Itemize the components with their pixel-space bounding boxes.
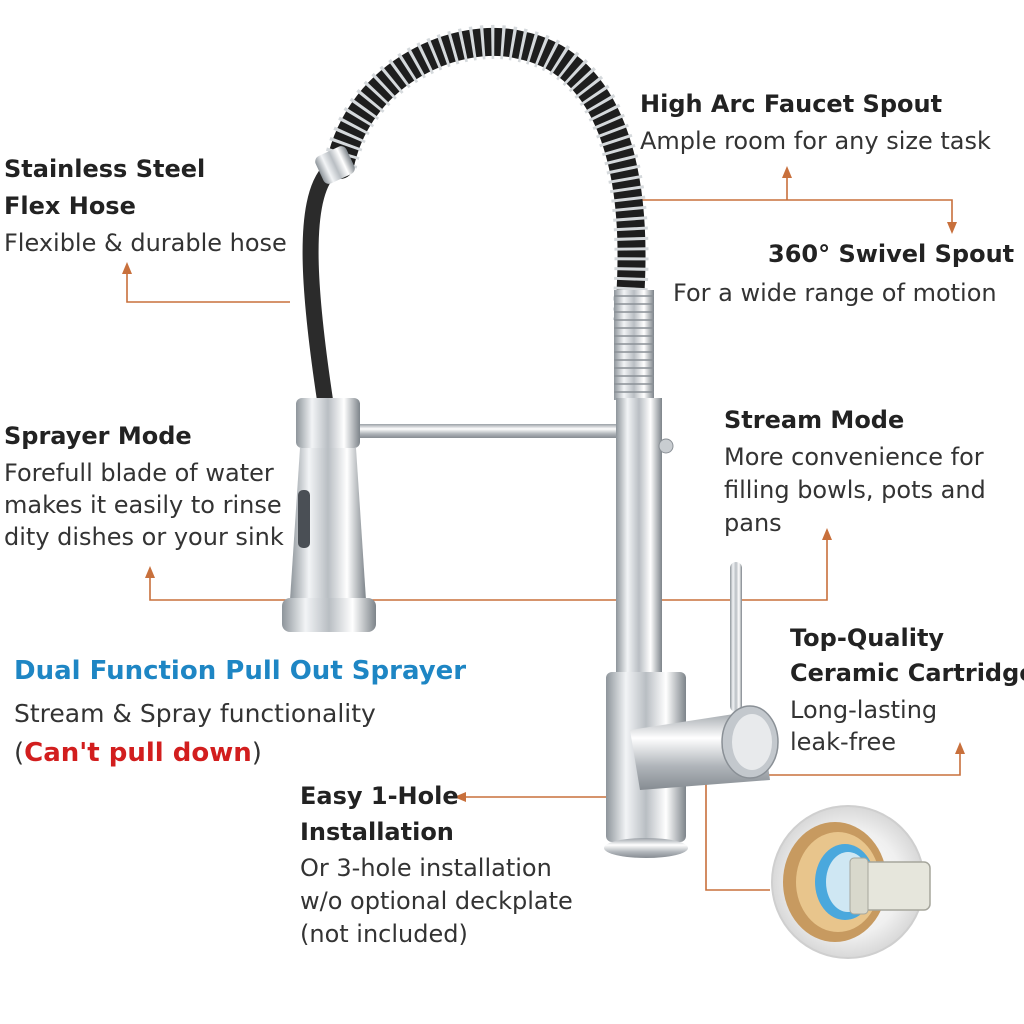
hose-title-line1: Stainless Steel <box>4 155 206 183</box>
cartridge-title-line1: Top-Quality <box>790 624 945 652</box>
hose-title-line2: Flex Hose <box>4 192 136 220</box>
swivel-desc: For a wide range of motion <box>673 279 997 307</box>
support-arm <box>355 424 620 438</box>
sprayer-title: Sprayer Mode <box>4 422 192 450</box>
sprayer-head <box>282 398 376 632</box>
leader-lines <box>122 166 965 891</box>
stream-desc-line2: filling bowls, pots and <box>724 476 986 504</box>
stream-desc-line3: pans <box>724 509 782 537</box>
dual-function-title: Dual Function Pull Out Sprayer <box>14 656 467 686</box>
install-desc-line3: (not included) <box>300 920 468 948</box>
pull-down-warning: Can't pull down <box>24 738 252 768</box>
install-desc-line1: Or 3-hole installation <box>300 854 552 882</box>
stream-desc-line1: More convenience for <box>724 443 984 471</box>
install-desc-line2: w/o optional deckplate <box>300 887 573 915</box>
cartridge-desc-line1: Long-lasting <box>790 696 938 724</box>
flex-hose <box>302 162 338 408</box>
hose-desc: Flexible & durable hose <box>4 229 287 257</box>
sprayer-desc-line1: Forefull blade of water <box>4 459 274 487</box>
stream-title: Stream Mode <box>724 406 905 434</box>
cartridge-inset <box>771 805 931 959</box>
high-arc-title: High Arc Faucet Spout <box>640 90 943 118</box>
install-title-line2: Installation <box>300 818 454 846</box>
high-arc-desc: Ample room for any size task <box>640 127 991 155</box>
dual-function-desc: Stream & Spray functionality <box>14 699 376 728</box>
paren-close: ) <box>251 738 262 768</box>
cartridge-title-line2: Ceramic Cartridge <box>790 659 1024 687</box>
sprayer-desc-line3: dity dishes or your sink <box>4 523 284 551</box>
dual-function-warning-line: (Can't pull down) <box>14 740 262 766</box>
lever-handle <box>730 562 742 712</box>
cartridge-desc-line2: leak-free <box>790 728 897 756</box>
sprayer-desc-line2: makes it easily to rinse <box>4 491 282 519</box>
swivel-title: 360° Swivel Spout <box>768 240 1015 268</box>
faucet-column <box>616 398 662 688</box>
spring-arc <box>326 27 646 334</box>
paren-open: ( <box>14 738 25 768</box>
install-title-line1: Easy 1-Hole <box>300 782 459 810</box>
